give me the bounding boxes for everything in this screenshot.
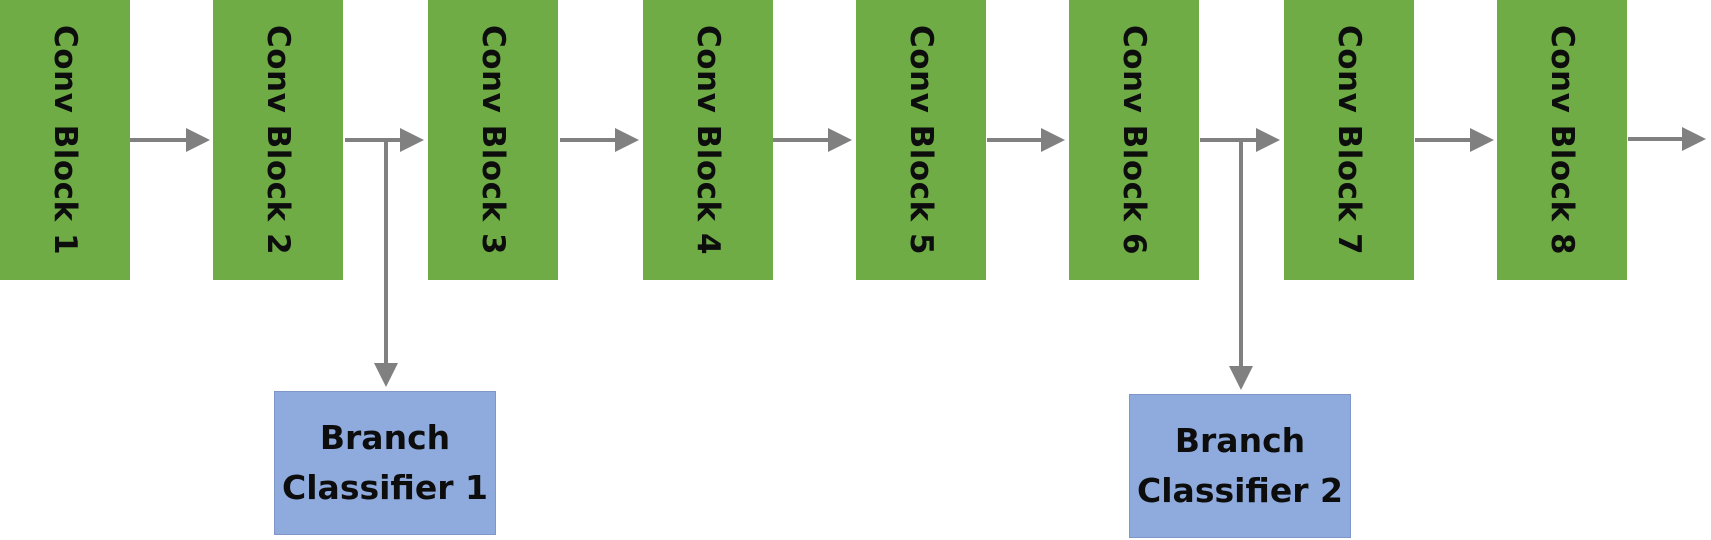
conv-block-3: Conv Block 3	[428, 0, 558, 280]
branch-classifier-1: Branch Classifier 1	[274, 391, 496, 535]
conv-block-5: Conv Block 5	[856, 0, 986, 280]
conv-block-label: Conv Block 4	[690, 24, 726, 256]
conv-block-7: Conv Block 7	[1284, 0, 1414, 280]
conv-block-6: Conv Block 6	[1069, 0, 1199, 280]
branch-classifier-2: Branch Classifier 2	[1129, 394, 1351, 538]
conv-block-label: Conv Block 8	[1544, 24, 1580, 256]
conv-block-2: Conv Block 2	[213, 0, 343, 280]
conv-block-4: Conv Block 4	[643, 0, 773, 280]
conv-block-1: Conv Block 1	[0, 0, 130, 280]
conv-block-label: Conv Block 6	[1116, 24, 1152, 256]
conv-block-label: Conv Block 7	[1331, 24, 1367, 256]
branch-label-line1: Branch	[319, 418, 451, 457]
conv-block-8: Conv Block 8	[1497, 0, 1627, 280]
conv-block-label: Conv Block 5	[903, 24, 939, 256]
branch-label-line2: Classifier 2	[1137, 471, 1343, 510]
conv-block-label: Conv Block 3	[475, 24, 511, 256]
branch-label-line2: Classifier 1	[282, 468, 488, 507]
conv-block-label: Conv Block 1	[47, 24, 83, 256]
branch-label-line1: Branch	[1174, 421, 1306, 460]
conv-block-label: Conv Block 2	[260, 24, 296, 256]
